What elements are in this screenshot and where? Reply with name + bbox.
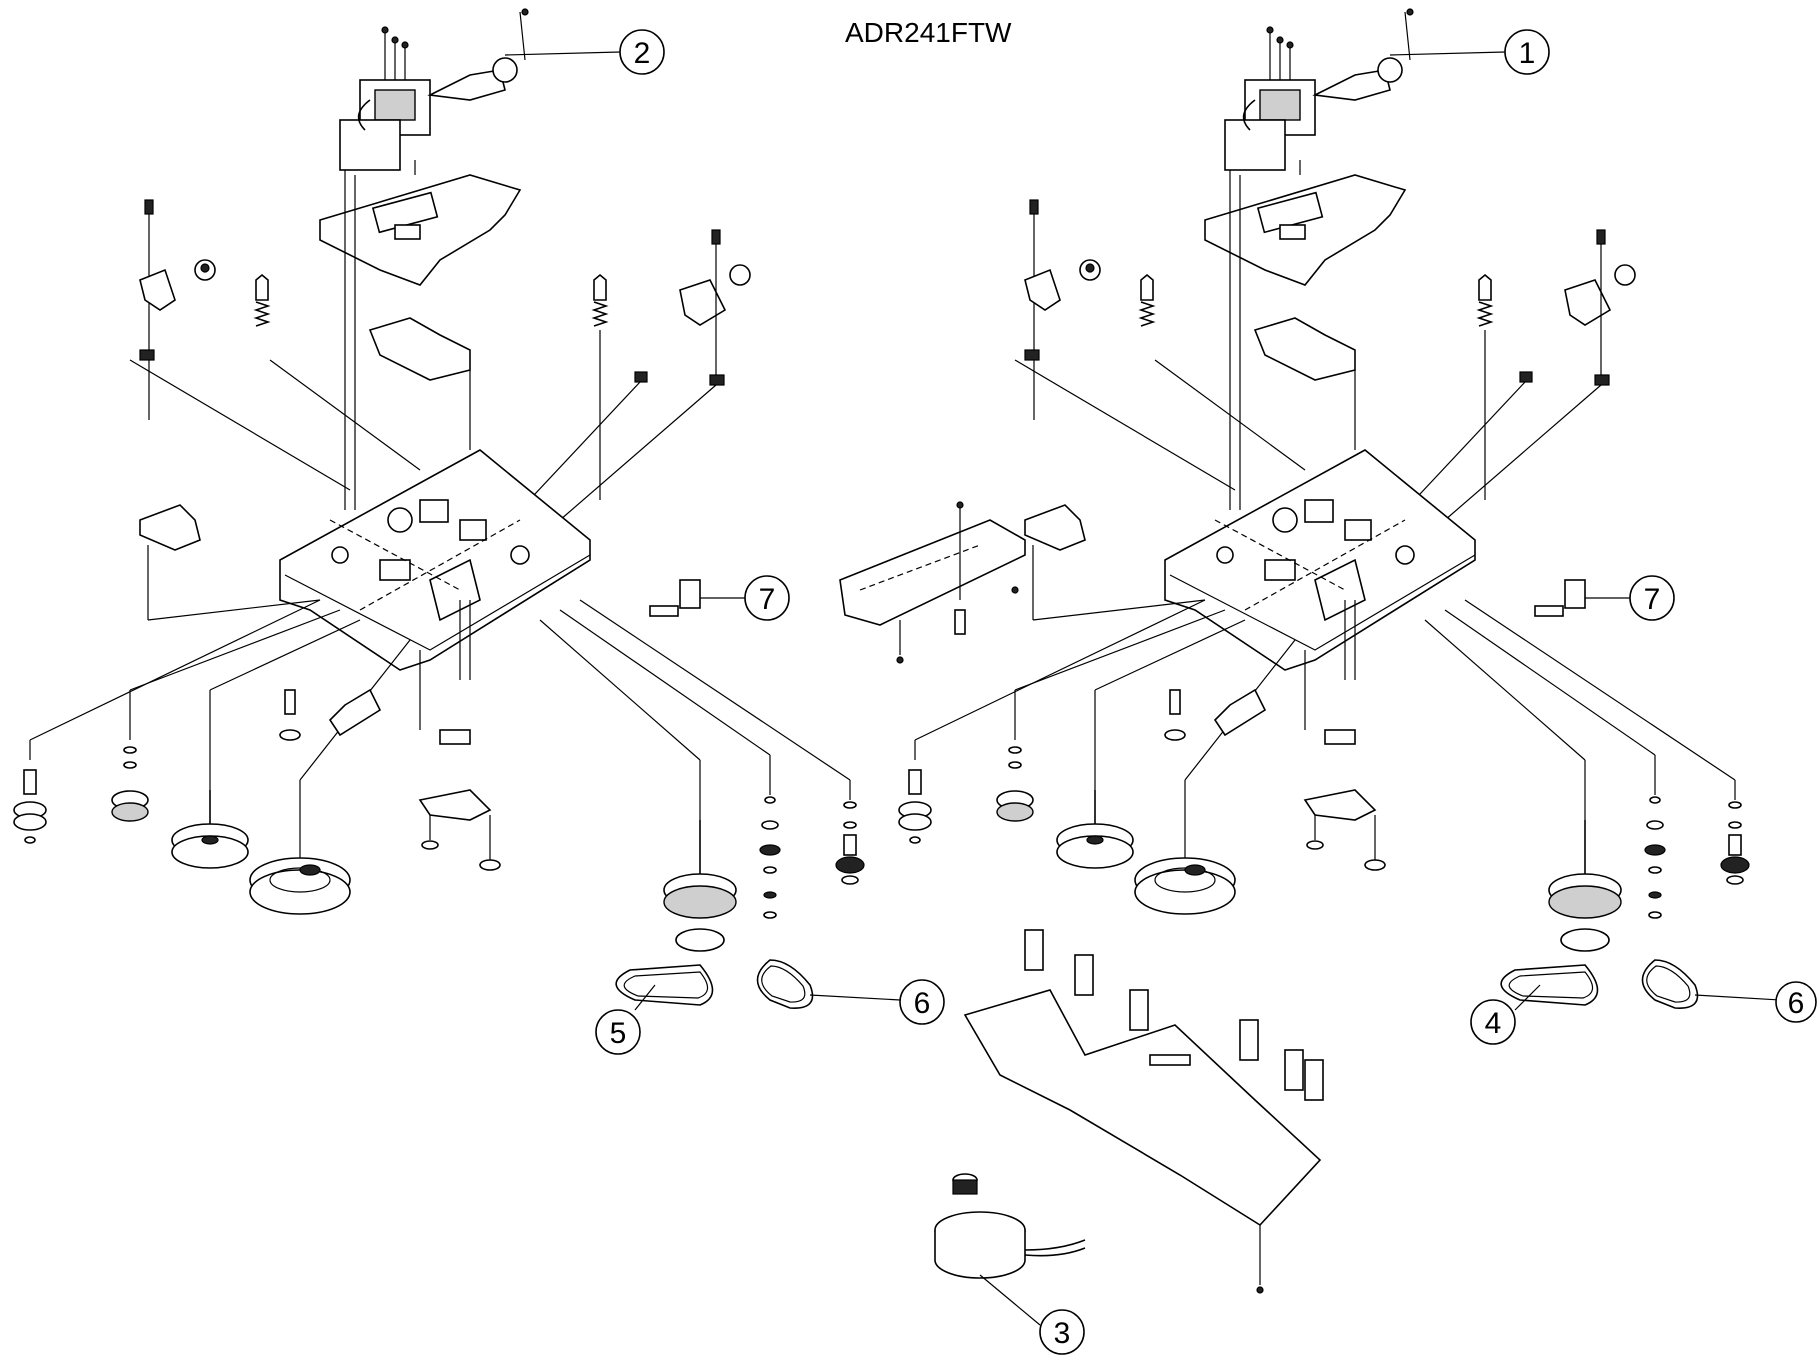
callout-1: 1 [1504, 29, 1550, 75]
callout-7-right: 7 [1629, 575, 1675, 621]
deck-mechanism-left [13, 8, 865, 1009]
svg-text:6: 6 [914, 987, 931, 1020]
svg-text:3: 3 [1054, 1317, 1071, 1350]
svg-text:7: 7 [759, 583, 776, 616]
callout-6-right: 6 [1775, 981, 1817, 1023]
diagram-title: ADR241FTW [845, 17, 1012, 48]
svg-text:4: 4 [1485, 1007, 1502, 1040]
svg-text:5: 5 [610, 1017, 627, 1050]
part-7-left [649, 579, 701, 617]
center-bracket [839, 501, 1026, 664]
svg-text:2: 2 [634, 37, 651, 70]
callout-6-left: 6 [899, 979, 945, 1025]
motor [934, 1173, 1086, 1326]
callout-5: 5 [595, 1009, 641, 1055]
part-7-right [1534, 579, 1586, 617]
callout-7-left: 7 [744, 575, 790, 621]
svg-text:6: 6 [1788, 987, 1805, 1020]
svg-text:1: 1 [1519, 37, 1536, 70]
deck-mechanism-right [898, 8, 1750, 1009]
callout-4: 4 [1470, 999, 1516, 1045]
pcb-board [963, 929, 1324, 1294]
svg-text:7: 7 [1644, 583, 1661, 616]
callout-2: 2 [619, 29, 665, 75]
callout-3: 3 [1039, 1309, 1085, 1355]
